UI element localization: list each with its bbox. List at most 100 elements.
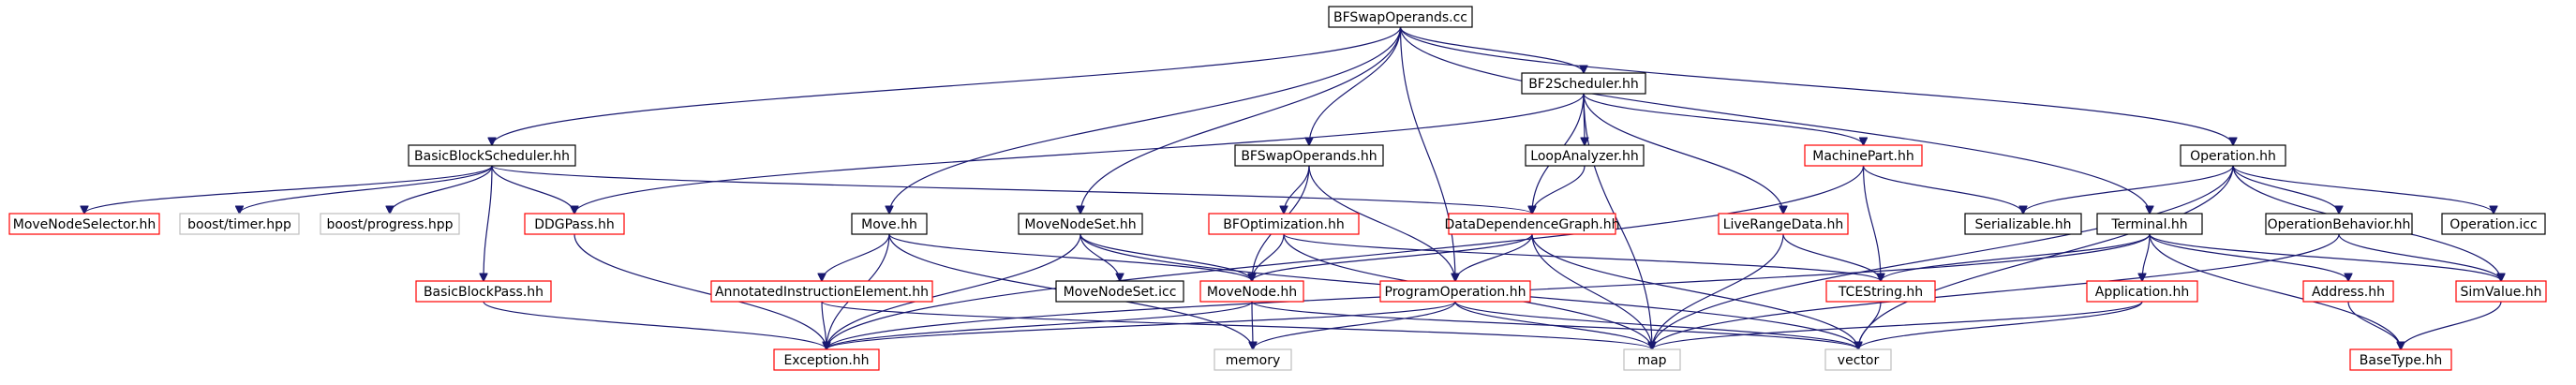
nodes-layer: BFSwapOperands.ccBasicBlockScheduler.hhB…: [8, 6, 2547, 371]
node-box: [2086, 280, 2198, 303]
node-bfoptimization[interactable]: BFOptimization.hh: [1208, 213, 1360, 235]
node-label: BF2Scheduler.hh: [1528, 77, 1639, 92]
node-box: [1214, 348, 1292, 371]
node-box: [1521, 72, 1646, 95]
node-label: boost/timer.hpp: [187, 217, 291, 232]
edge-terminal-to-application: [2142, 233, 2151, 281]
node-terminal[interactable]: Terminal.hh: [2096, 213, 2203, 235]
node-ddg[interactable]: DataDependenceGraph.hh: [1444, 213, 1620, 235]
edge-move-to-annotated: [822, 233, 890, 281]
node-label: map: [1637, 353, 1666, 368]
node-box: [1379, 280, 1531, 303]
edge-programoperation-to-memory: [1253, 301, 1456, 349]
node-ddgpass[interactable]: DDGPass.hh: [524, 213, 625, 235]
edge-operation-to-operationicc: [2232, 165, 2494, 214]
node-operation[interactable]: Operation.hh: [2180, 144, 2286, 167]
edge-ddg-to-movenode: [1252, 233, 1533, 281]
node-box: [1328, 6, 1473, 28]
node-box: [1718, 213, 1849, 235]
node-movenode[interactable]: MoveNode.hh: [1199, 280, 1304, 303]
node-label: LiveRangeData.hh: [1723, 217, 1844, 232]
edge-root-to-programoperation: [1399, 26, 1456, 281]
node-label: vector: [1838, 353, 1880, 368]
edge-move-to-movenode: [888, 233, 1252, 282]
edges-layer: [84, 26, 2502, 349]
edge-root-to-move: [889, 26, 1402, 214]
node-bfswapoperands[interactable]: BFSwapOperands.hh: [1234, 144, 1384, 167]
node-box: [1623, 348, 1681, 371]
edge-root-to-bf2sched: [1399, 26, 1585, 73]
node-box: [1448, 213, 1616, 235]
edge-liverangedata-to-map: [1652, 233, 1784, 349]
node-tcestring[interactable]: TCEString.hh: [1825, 280, 1936, 303]
node-box: [408, 144, 576, 167]
node-programoperation[interactable]: ProgramOperation.hh: [1379, 280, 1531, 303]
node-box: [1199, 280, 1304, 303]
node-box: [1018, 213, 1143, 235]
node-label: Exception.hh: [783, 353, 869, 368]
node-label: MoveNodeSet.icc: [1064, 285, 1177, 300]
edge-annotated-to-map: [821, 301, 1652, 349]
node-application[interactable]: Application.hh: [2086, 280, 2198, 303]
node-memory: memory: [1214, 348, 1292, 371]
node-movenodeset[interactable]: MoveNodeSet.hh: [1018, 213, 1143, 235]
node-box: [2180, 144, 2286, 167]
node-label: BFSwapOperands.hh: [1241, 149, 1377, 164]
node-move[interactable]: Move.hh: [851, 213, 928, 235]
node-exception[interactable]: Exception.hh: [773, 348, 880, 371]
edge-simvalue-to-basetype: [2401, 301, 2502, 349]
node-box: [1825, 280, 1936, 303]
edge-terminal-to-address: [2149, 233, 2348, 281]
node-address[interactable]: Address.hh: [2302, 280, 2394, 303]
node-bbsched[interactable]: BasicBlockScheduler.hh: [408, 144, 576, 167]
node-box: [2455, 280, 2547, 303]
edge-ddg-to-map: [1531, 233, 1652, 349]
node-label: BaseType.hh: [2360, 353, 2442, 368]
node-box: [415, 280, 552, 303]
node-basicblockpass[interactable]: BasicBlockPass.hh: [415, 280, 552, 303]
node-basetype[interactable]: BaseType.hh: [2349, 348, 2452, 371]
node-movenodeselector[interactable]: MoveNodeSelector.hh: [8, 213, 160, 235]
node-bf2sched[interactable]: BF2Scheduler.hh: [1521, 72, 1646, 95]
node-box: [8, 213, 160, 235]
node-movenodeseticc[interactable]: MoveNodeSet.icc: [1055, 280, 1184, 303]
node-box: [524, 213, 625, 235]
node-box: [1824, 348, 1892, 371]
edge-ddgpass-to-exception: [573, 233, 826, 349]
edge-movenode-to-exception: [826, 301, 1253, 349]
node-loopanalyzer[interactable]: LoopAnalyzer.hh: [1525, 144, 1645, 167]
edge-application-to-map: [1652, 301, 2143, 349]
node-operationicc[interactable]: Operation.icc: [2441, 213, 2546, 235]
edge-operationbehavior-to-map: [1652, 233, 2340, 349]
node-serializable[interactable]: Serializable.hh: [1964, 213, 2082, 235]
node-annotated[interactable]: AnnotatedInstructionElement.hh: [710, 280, 933, 303]
node-root[interactable]: BFSwapOperands.cc: [1328, 6, 1473, 28]
edge-root-to-bfswapoperands: [1309, 26, 1402, 145]
edge-operation-to-operationbehavior: [2232, 165, 2339, 214]
node-operationbehavior[interactable]: OperationBehavior.hh: [2265, 213, 2413, 235]
edge-bbsched-to-basicblockpass: [484, 165, 493, 281]
node-box: [851, 213, 928, 235]
node-label: DataDependenceGraph.hh: [1444, 217, 1619, 232]
node-label: BFOptimization.hh: [1223, 217, 1344, 232]
edge-machinepart-to-serializable: [1862, 165, 2024, 214]
node-box: [1055, 280, 1184, 303]
node-label: MoveNodeSelector.hh: [13, 217, 156, 232]
node-simvalue[interactable]: SimValue.hh: [2455, 280, 2547, 303]
node-liverangedata[interactable]: LiveRangeData.hh: [1718, 213, 1849, 235]
node-label: Move.hh: [861, 217, 917, 232]
node-machinepart[interactable]: MachinePart.hh: [1804, 144, 1923, 167]
edge-programoperation-to-map: [1454, 301, 1652, 349]
node-label: MoveNodeSet.hh: [1024, 217, 1136, 232]
node-box: [710, 280, 933, 303]
node-label: DDGPass.hh: [534, 217, 615, 232]
edge-root-to-bbsched: [492, 26, 1402, 145]
node-label: SimValue.hh: [2460, 285, 2541, 300]
node-box: [2265, 213, 2413, 235]
node-label: Operation.hh: [2190, 149, 2276, 164]
edge-bf2sched-to-liverangedata: [1583, 93, 1783, 214]
node-boosttimer: boost/timer.hpp: [179, 213, 300, 235]
node-box: [773, 348, 880, 371]
edge-bbsched-to-boosttimer: [240, 165, 493, 214]
